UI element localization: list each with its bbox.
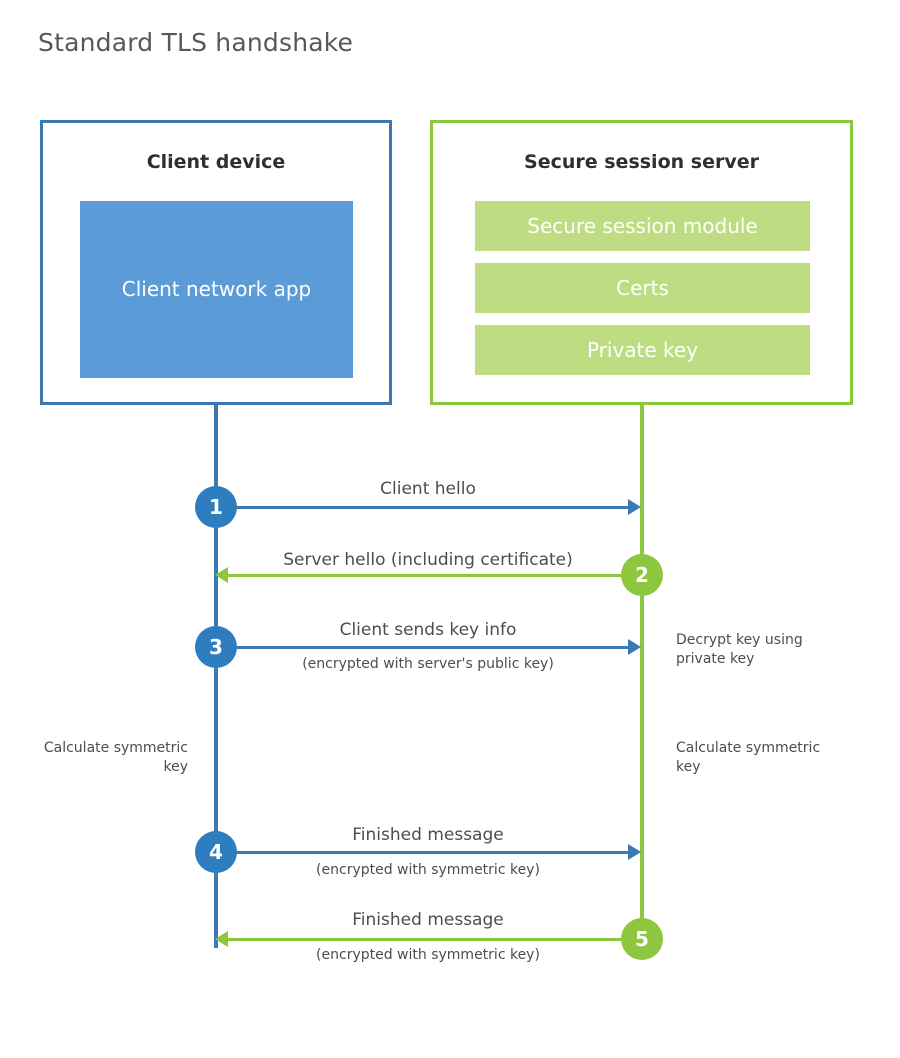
step-2-arrow-line: [228, 574, 642, 577]
step-1-arrow-line: [216, 506, 628, 509]
decrypt-key-note: Decrypt key using private key: [676, 632, 803, 667]
step-3-arrow-head-icon: [628, 639, 641, 655]
step-4-arrow-line: [216, 851, 628, 854]
step-3-label: Client sends key info: [339, 620, 517, 640]
step-4-label: Finished message: [352, 825, 504, 845]
step-1-arrow-head-icon: [628, 499, 641, 515]
step-3-sublabel: (encrypted with server's public key): [302, 656, 554, 672]
client-device-box: Client device Client network app: [40, 120, 392, 405]
server-components-list: Secure session module Certs Private key: [475, 201, 810, 375]
step-5-arrow-head-icon: [215, 931, 228, 947]
page-title: Standard TLS handshake: [38, 28, 354, 57]
step-3-arrow-line: [216, 646, 628, 649]
step-2-arrow-head-icon: [215, 567, 228, 583]
step-4-arrow-head-icon: [628, 844, 641, 860]
server-component-secure-session-module: Secure session module: [475, 201, 810, 251]
server-lifeline: [640, 403, 644, 941]
step-4-circle[interactable]: 4: [195, 831, 237, 873]
step-3-circle[interactable]: 3: [195, 626, 237, 668]
server-component-certs: Certs: [475, 263, 810, 313]
step-5-circle[interactable]: 5: [621, 918, 663, 960]
step-4-sublabel: (encrypted with symmetric key): [316, 862, 540, 878]
client-device-title: Client device: [146, 151, 286, 173]
step-5-sublabel: (encrypted with symmetric key): [316, 947, 540, 963]
secure-session-server-box: Secure session server Secure session mod…: [430, 120, 853, 405]
client-lifeline: [214, 403, 218, 948]
server-component-private-key: Private key: [475, 325, 810, 375]
step-2-circle[interactable]: 2: [621, 554, 663, 596]
client-network-app-block: Client network app: [80, 201, 353, 378]
step-5-arrow-line: [228, 938, 642, 941]
server-calculate-symmetric-key-note: Calculate symmetric key: [676, 740, 821, 775]
step-1-circle[interactable]: 1: [195, 486, 237, 528]
secure-session-server-title: Secure session server: [524, 151, 759, 173]
step-5-label: Finished message: [352, 910, 504, 930]
step-1-label: Client hello: [380, 479, 476, 499]
step-2-label: Server hello (including certificate): [283, 550, 573, 570]
client-calculate-symmetric-key-note: Calculate symmetric key: [43, 740, 188, 775]
